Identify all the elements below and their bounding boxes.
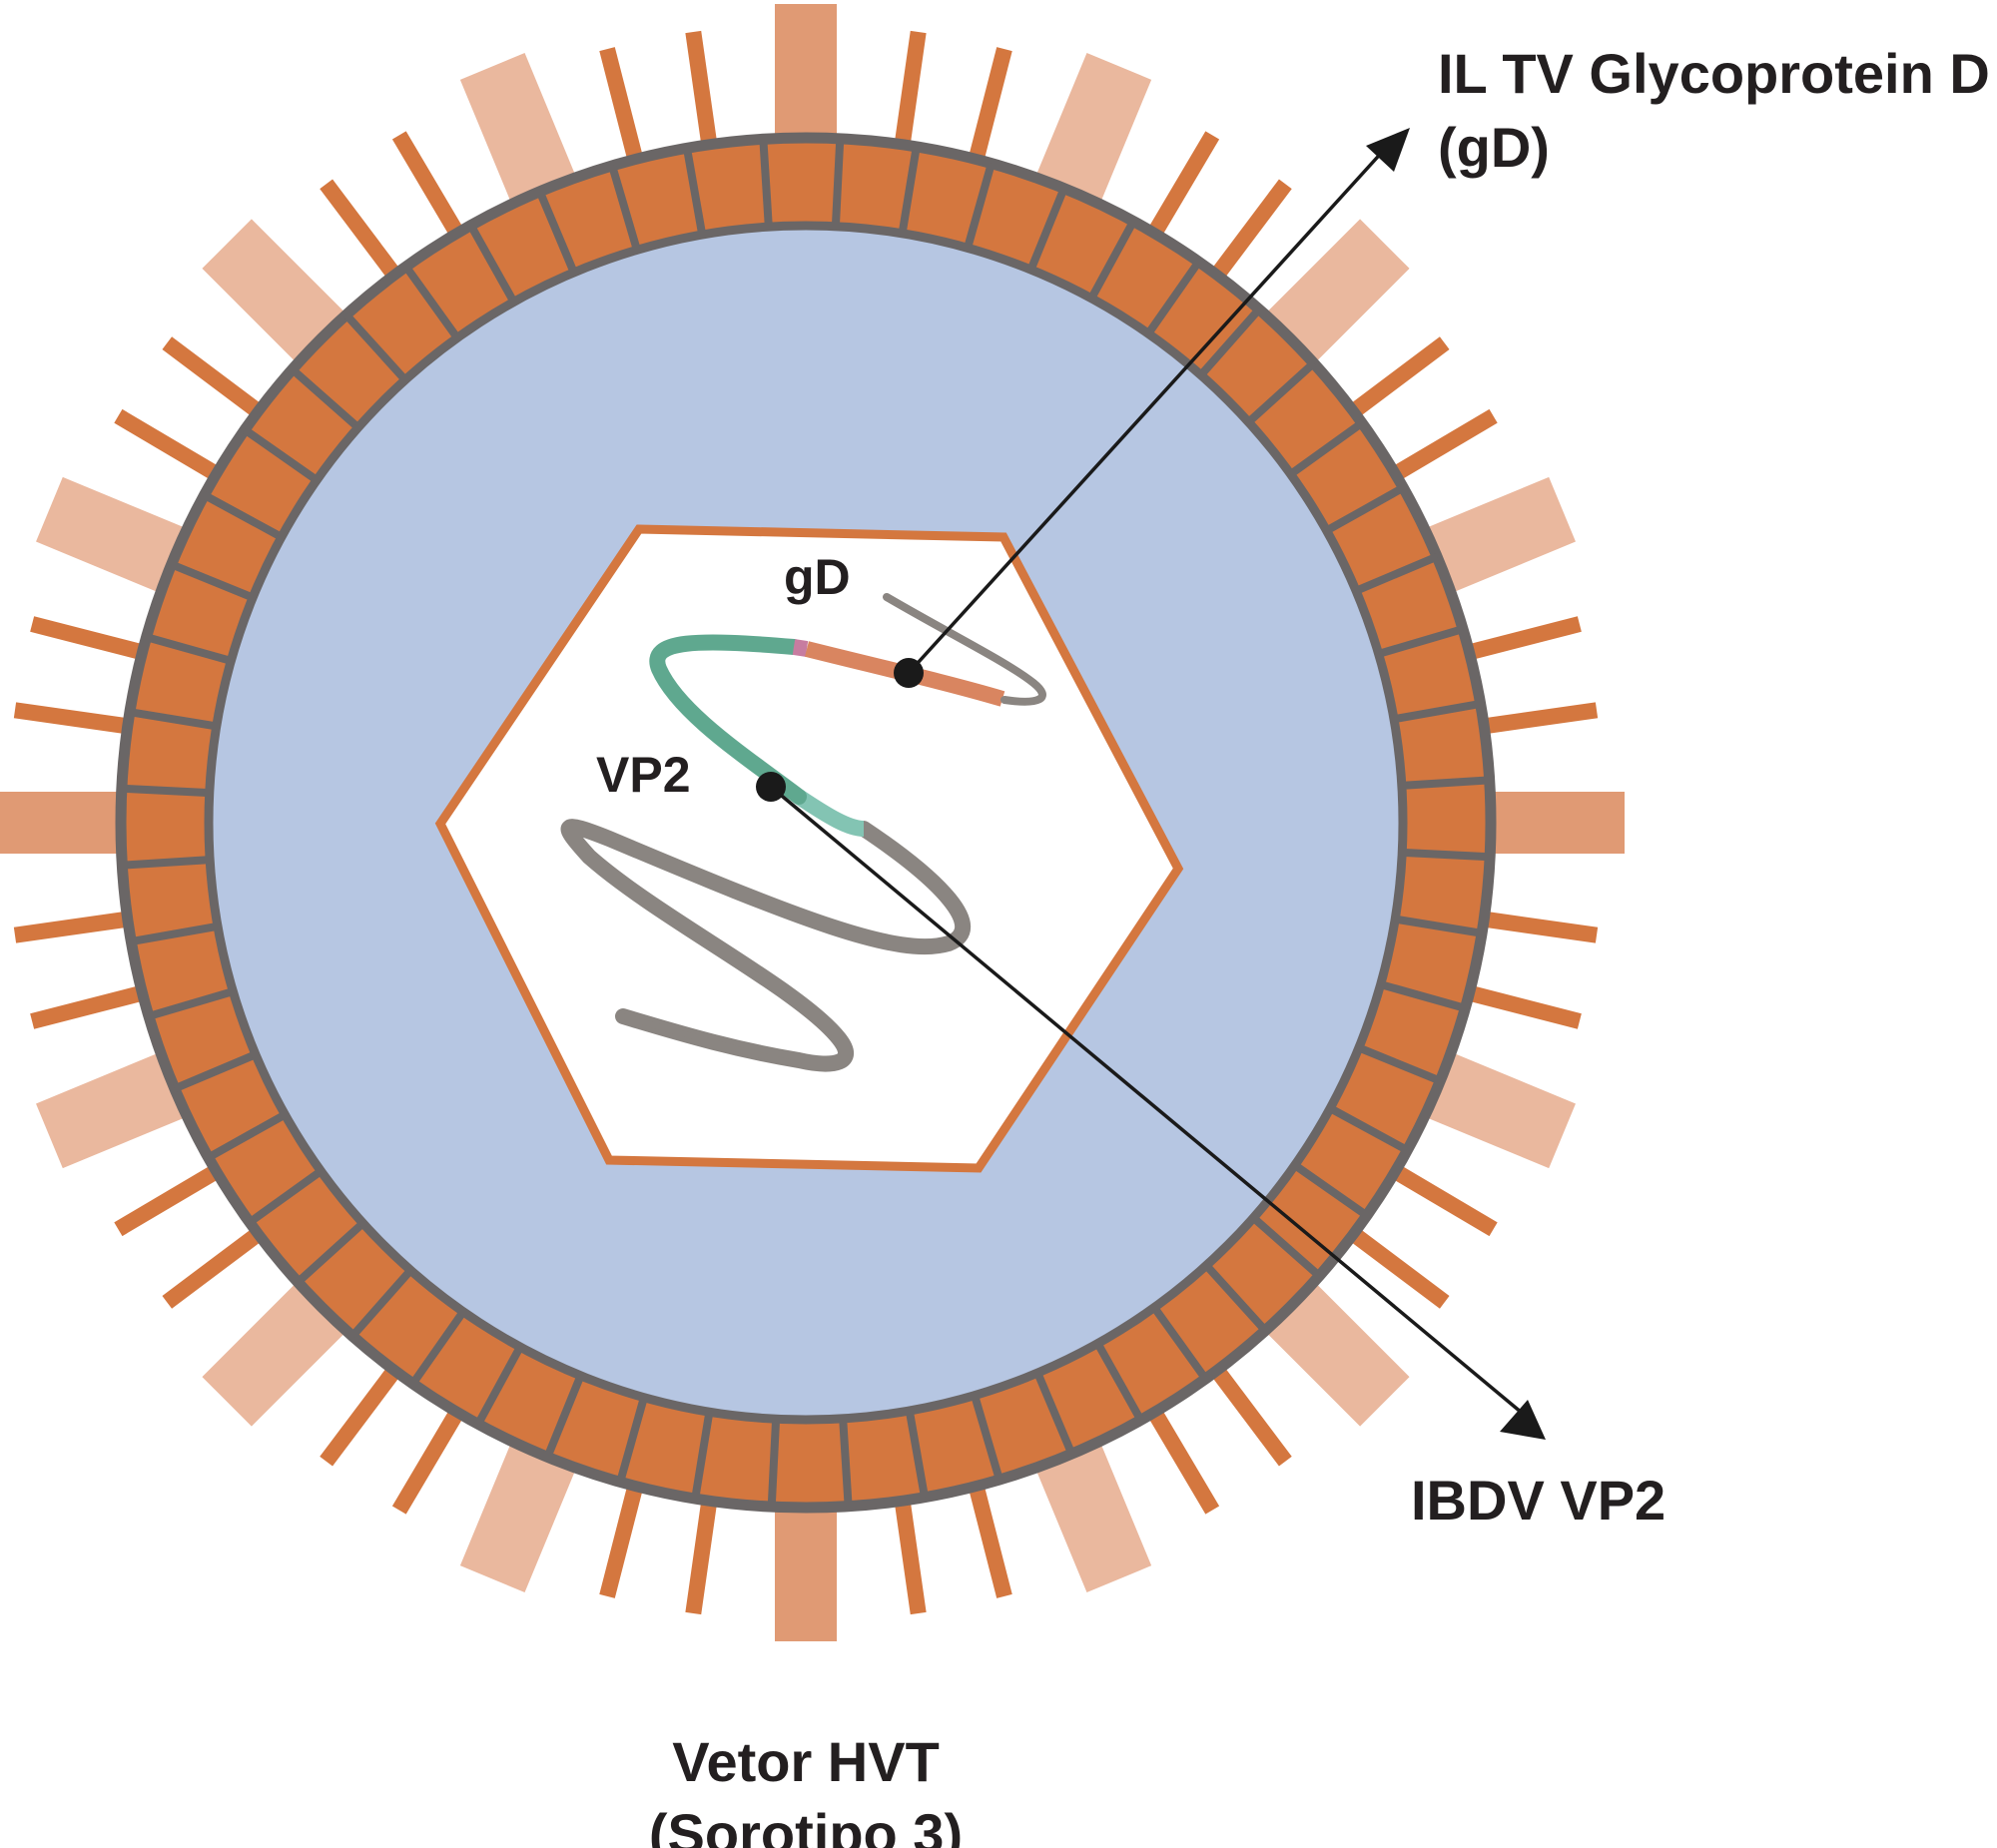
envelope-segment-divider xyxy=(616,1396,648,1484)
envelope-spike xyxy=(962,47,1012,187)
envelope-segment-divider xyxy=(349,1267,414,1339)
envelope-segment-divider xyxy=(145,633,233,665)
envelope-segment-divider xyxy=(247,1167,324,1226)
envelope-spike xyxy=(1457,702,1599,738)
envelope-segment-divider xyxy=(1033,1371,1076,1456)
envelope-segment-divider xyxy=(1324,484,1406,535)
envelope-segment-divider xyxy=(121,784,210,798)
envelope-segment-divider xyxy=(170,560,255,602)
gd-title-line1: IL TV Glycoprotein D xyxy=(1438,42,1990,105)
dna-tail-lower xyxy=(620,1013,802,1067)
vp2-pointer-arrowhead xyxy=(1500,1400,1546,1440)
envelope-segment-divider xyxy=(1197,307,1262,378)
envelope-segment-divider xyxy=(839,1418,853,1507)
envelope-segments xyxy=(121,138,1491,1508)
dna-loop-lower xyxy=(560,819,972,1072)
envelope-segment-divider xyxy=(831,138,845,227)
envelope-segment-divider xyxy=(535,190,578,275)
envelope-segment-divider xyxy=(1379,980,1467,1012)
gd-title-line2: (gD) xyxy=(1438,116,1550,179)
envelope-spike xyxy=(599,47,650,187)
envelope-spike xyxy=(685,30,721,172)
envelope-segment-divider xyxy=(147,987,235,1020)
inner-gd-label: gD xyxy=(784,549,851,605)
gd-promoter-segment xyxy=(792,639,809,657)
envelope-spike xyxy=(1442,616,1582,667)
envelope-segment-divider xyxy=(1087,219,1137,301)
envelope-segment-divider xyxy=(295,1220,366,1286)
gd-pointer-arrowhead xyxy=(1366,128,1410,172)
vp2-pointer xyxy=(756,772,1546,1440)
envelope-segment-divider xyxy=(474,1345,524,1427)
vp2-gene-segment xyxy=(649,634,807,805)
envelope-segment-divider xyxy=(1357,1043,1442,1085)
envelope-segment-divider xyxy=(683,147,707,236)
vector-title-line1: Vetor HVT xyxy=(672,1730,940,1793)
envelope-segment-divider xyxy=(1026,187,1068,272)
inner-vp2-label: VP2 xyxy=(596,747,691,803)
envelope-segment-divider xyxy=(1401,776,1490,790)
glycoprotein-spike xyxy=(775,1482,837,1641)
envelope-spike xyxy=(962,1459,1012,1598)
dna-loop-upper xyxy=(883,593,1046,706)
envelope-spike xyxy=(685,1474,721,1615)
envelope-spike xyxy=(30,616,170,667)
envelope-segment-divider xyxy=(1093,1341,1144,1423)
envelope-segment-divider xyxy=(467,223,518,305)
glycoprotein-spike xyxy=(775,4,837,164)
envelope-segment-divider xyxy=(898,146,921,235)
envelope-segment-divider xyxy=(342,311,408,383)
envelope-segment-divider xyxy=(905,1410,929,1499)
envelope-segment-divider xyxy=(1328,1104,1410,1154)
envelope-segment-divider xyxy=(1288,419,1365,478)
vector-title-line2: (Sorotipo 3) xyxy=(649,1802,963,1848)
envelope-segment-divider xyxy=(608,164,641,252)
gd-pointer-dot xyxy=(894,658,924,688)
envelope-segment-divider xyxy=(409,1309,467,1387)
vp2-title: IBDV VP2 xyxy=(1411,1469,1665,1532)
envelope-segment-divider xyxy=(173,1050,258,1093)
envelope-segment-divider xyxy=(206,1110,288,1161)
envelope-spike xyxy=(1457,908,1599,943)
envelope-segment-divider xyxy=(1245,359,1317,425)
vp2-pointer-dot xyxy=(756,772,786,802)
vp2-pointer-line xyxy=(769,785,1530,1420)
envelope-spike xyxy=(13,908,155,943)
envelope-spike xyxy=(599,1459,650,1598)
envelope-spike xyxy=(13,702,155,738)
envelope-spike xyxy=(30,978,170,1029)
envelope-segment-divider xyxy=(290,366,361,431)
envelope-segment-divider xyxy=(691,1411,714,1500)
envelope-segment-divider xyxy=(543,1374,585,1459)
envelope-segment-divider xyxy=(1250,1214,1322,1279)
vp2-gene-segment-light xyxy=(794,790,865,837)
envelope-segment-divider xyxy=(402,264,461,340)
envelope-segment-divider xyxy=(129,708,218,731)
envelope-segment-divider xyxy=(1394,915,1483,937)
envelope-segment-divider xyxy=(759,139,773,228)
envelope-segment-divider xyxy=(1377,625,1465,658)
envelope-segment-divider xyxy=(971,1394,1003,1482)
envelope-segment-divider xyxy=(1402,848,1491,862)
envelope-segment-divider xyxy=(122,856,211,870)
envelope-segment-divider xyxy=(767,1419,781,1508)
envelope-spike xyxy=(891,30,927,172)
envelope-segment-divider xyxy=(1354,552,1439,595)
envelope-segment-divider xyxy=(242,426,320,484)
gd-pointer-line xyxy=(907,146,1388,675)
envelope-segment-divider xyxy=(202,491,284,541)
envelope-segment-divider xyxy=(1292,1161,1370,1219)
envelope-segment-divider xyxy=(1150,1305,1209,1382)
envelope-segment-divider xyxy=(1203,1262,1269,1334)
envelope-segment-divider xyxy=(1393,700,1482,724)
envelope-segment-divider xyxy=(964,162,996,250)
envelope-segment-divider xyxy=(130,922,219,945)
envelope-segment-divider xyxy=(1144,259,1202,336)
gd-pointer xyxy=(894,128,1410,688)
envelope-spike xyxy=(891,1474,927,1615)
envelope-spikes xyxy=(0,4,1625,1641)
envelope-spike xyxy=(1442,978,1582,1029)
